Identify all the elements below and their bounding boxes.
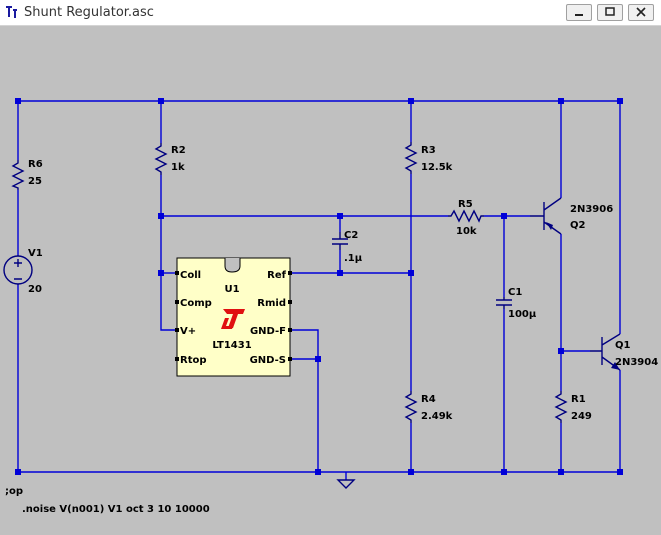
pin-rtop: Rtop: [180, 355, 207, 366]
r4-value: 2.49k: [421, 411, 453, 422]
pin-ref: Ref: [267, 270, 286, 281]
transistor-q1[interactable]: Q1 2N3904: [590, 333, 658, 371]
r2-value: 1k: [171, 162, 185, 173]
resistor-r3[interactable]: R3 12.5k: [404, 142, 453, 174]
r3-value: 12.5k: [421, 162, 453, 173]
pin-coll: Coll: [180, 270, 201, 281]
u1-name: U1: [224, 284, 239, 295]
capacitor-c2[interactable]: C2 .1µ: [332, 230, 363, 264]
ground-symbol[interactable]: [336, 479, 356, 489]
r3-name: R3: [421, 145, 436, 156]
q2-value: 2N3906: [570, 204, 613, 215]
junction-dots: [15, 98, 623, 475]
transistor-q2[interactable]: 2N3906 Q2: [530, 197, 613, 235]
q1-name: Q1: [615, 340, 631, 351]
minimize-button[interactable]: [566, 4, 592, 21]
r1-value: 249: [571, 411, 592, 422]
capacitor-c1[interactable]: C1 100µ: [496, 287, 537, 320]
resistor-r6[interactable]: R6 25: [11, 159, 43, 190]
schematic-drawing[interactable]: R6 25 V1 20 R2 1k R3 12.5k R5 10k C2 .1µ…: [0, 26, 661, 530]
wires[interactable]: [17, 100, 621, 480]
voltage-source-v1[interactable]: V1 20: [3, 248, 43, 295]
r1-name: R1: [571, 394, 586, 405]
r6-name: R6: [28, 159, 43, 170]
title-bar: Shunt Regulator.asc: [0, 0, 661, 26]
close-button[interactable]: [628, 4, 654, 21]
r5-name: R5: [458, 199, 473, 210]
schematic-canvas[interactable]: R6 25 V1 20 R2 1k R3 12.5k R5 10k C2 .1µ…: [0, 26, 661, 530]
resistor-r5[interactable]: R5 10k: [448, 199, 484, 237]
noise-directive[interactable]: .noise V(n001) V1 oct 3 10 10000: [22, 504, 210, 515]
c1-value: 100µ: [508, 309, 537, 320]
resistor-r4[interactable]: R4 2.49k: [404, 391, 453, 423]
ltspice-app-icon: [6, 6, 17, 18]
minimize-icon: [575, 14, 583, 16]
ic-u1-lt1431[interactable]: Coll Comp V+ Rtop Ref Rmid GND-F GND-S U…: [175, 257, 292, 377]
resistor-r1[interactable]: R1 249: [554, 391, 592, 423]
pin-gnds: GND-S: [250, 355, 286, 366]
resistor-r2[interactable]: R2 1k: [154, 143, 186, 175]
c2-value: .1µ: [344, 253, 363, 264]
r6-value: 25: [28, 176, 42, 187]
v1-value: 20: [28, 284, 42, 295]
pin-vplus: V+: [180, 326, 196, 337]
pin-rmid: Rmid: [257, 298, 286, 309]
pin-gndf: GND-F: [250, 326, 286, 337]
restore-icon: [605, 7, 615, 16]
close-icon: [636, 7, 646, 17]
u1-value: LT1431: [212, 340, 251, 351]
q1-value: 2N3904: [615, 357, 658, 368]
restore-button[interactable]: [597, 4, 623, 21]
window-title: Shunt Regulator.asc: [24, 5, 154, 20]
r5-value: 10k: [456, 226, 477, 237]
r4-name: R4: [421, 394, 436, 405]
c2-name: C2: [344, 230, 358, 241]
r2-name: R2: [171, 145, 186, 156]
linear-technology-logo: [221, 309, 245, 329]
pin-comp: Comp: [180, 298, 212, 309]
c1-name: C1: [508, 287, 522, 298]
op-directive[interactable]: ;op: [5, 486, 23, 497]
v1-name: V1: [28, 248, 43, 259]
q2-name: Q2: [570, 220, 586, 231]
